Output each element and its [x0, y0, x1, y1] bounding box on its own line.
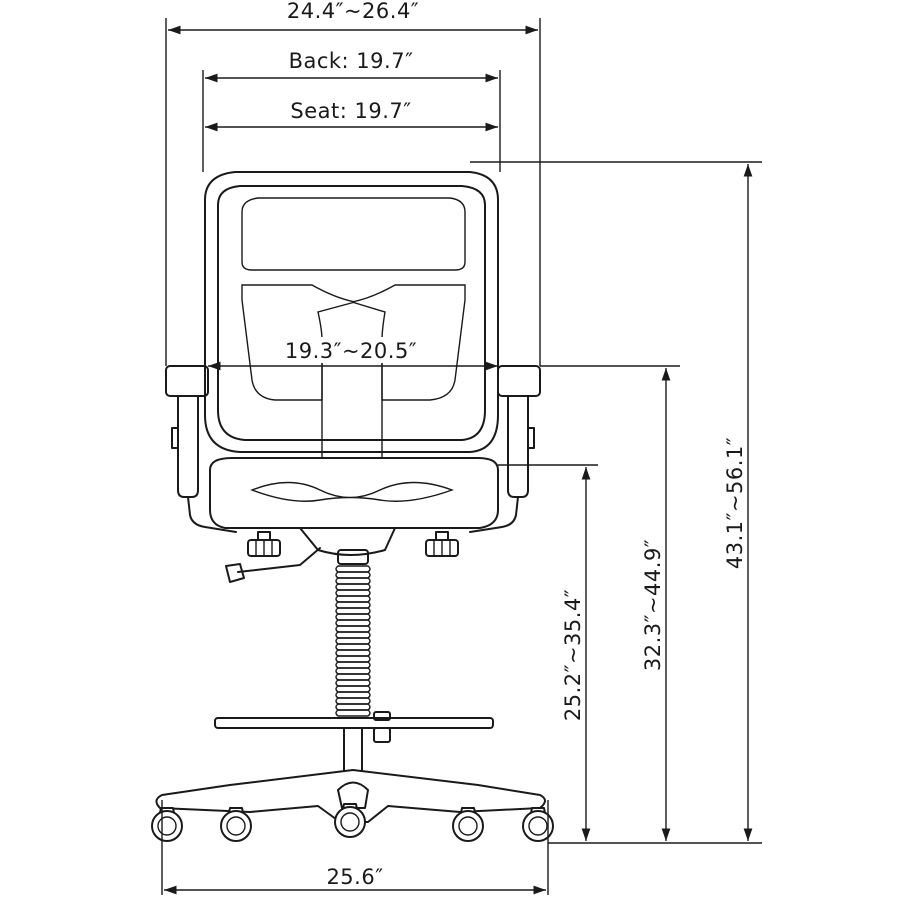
backrest-inner-frame [217, 185, 486, 441]
left-armrest-pad [165, 365, 209, 397]
dimension-lines [161, 18, 762, 895]
label-arm-span: 19.3″~20.5″ [285, 339, 417, 363]
bellows-segment [335, 637, 371, 645]
right-arm-knob [527, 427, 535, 449]
bellows-segment [335, 613, 371, 621]
bellows-segment [335, 655, 371, 663]
backrest-right-panel [351, 284, 466, 401]
lever-handle [225, 563, 245, 583]
bellows-segment [335, 697, 371, 705]
chair-illustration [151, 171, 554, 842]
caster-wheel [522, 807, 554, 842]
label-arm-span-bg [278, 337, 424, 363]
left-tension-knob [247, 531, 281, 557]
bellows-segment [335, 565, 371, 573]
backrest-frame [204, 171, 499, 453]
seat-cushion [209, 457, 499, 529]
cylinder-bellows [335, 565, 371, 717]
label-arm-height: 32.3″~44.9″ [641, 539, 665, 671]
base-hub [337, 781, 369, 809]
right-armrest-post [507, 395, 529, 498]
bellows-segment [335, 691, 371, 699]
bellows-segment [335, 643, 371, 651]
seat-contour [250, 481, 455, 502]
bellows-segment [335, 673, 371, 681]
bellows-segment [335, 703, 371, 711]
left-armrest-post [177, 395, 199, 498]
bellows-segment [335, 661, 371, 669]
label-base-width: 25.6″ [326, 865, 383, 889]
left-arm-bracket [187, 496, 237, 533]
caster-wheel [334, 803, 366, 838]
backrest-upper-panel [241, 197, 466, 271]
dimension-labels: 24.4″~26.4″ Back: 19.7″ Seat: 19.7″ 19.3… [278, 0, 747, 889]
bellows-segment [335, 631, 371, 639]
casters [151, 803, 554, 842]
label-back-width: Back: 19.7″ [289, 49, 414, 73]
bellows-segment [335, 649, 371, 657]
label-seat-height: 25.2″~35.4″ [561, 589, 585, 721]
bellows-segment [335, 709, 371, 717]
caster-wheel [452, 807, 484, 842]
lower-cylinder [343, 727, 363, 775]
label-seat-width: Seat: 19.7″ [290, 99, 411, 123]
bellows-segment [335, 589, 371, 597]
left-arm-knob [171, 427, 179, 449]
bellows-segment [335, 685, 371, 693]
bellows-segment [335, 577, 371, 585]
right-armrest-pad [497, 365, 541, 397]
height-lever [237, 547, 321, 573]
cylinder-top [337, 549, 369, 565]
bellows-segment [335, 595, 371, 603]
bellows-segment [335, 583, 371, 591]
seat-mechanism [299, 527, 396, 556]
right-arm-bracket [469, 496, 519, 533]
caster-wheel [220, 807, 252, 842]
caster-wheel [151, 807, 183, 842]
backrest-left-panel [241, 284, 356, 401]
bellows-segment [335, 679, 371, 687]
bellows-segment [335, 607, 371, 615]
bellows-segment [335, 667, 371, 675]
bellows-segment [335, 571, 371, 579]
bellows-segment [335, 619, 371, 627]
bellows-segment [335, 601, 371, 609]
label-overall-width: 24.4″~26.4″ [287, 0, 419, 23]
label-total-height: 43.1″~56.1″ [723, 437, 747, 569]
bellows-segment [335, 625, 371, 633]
right-tension-knob [425, 531, 459, 557]
